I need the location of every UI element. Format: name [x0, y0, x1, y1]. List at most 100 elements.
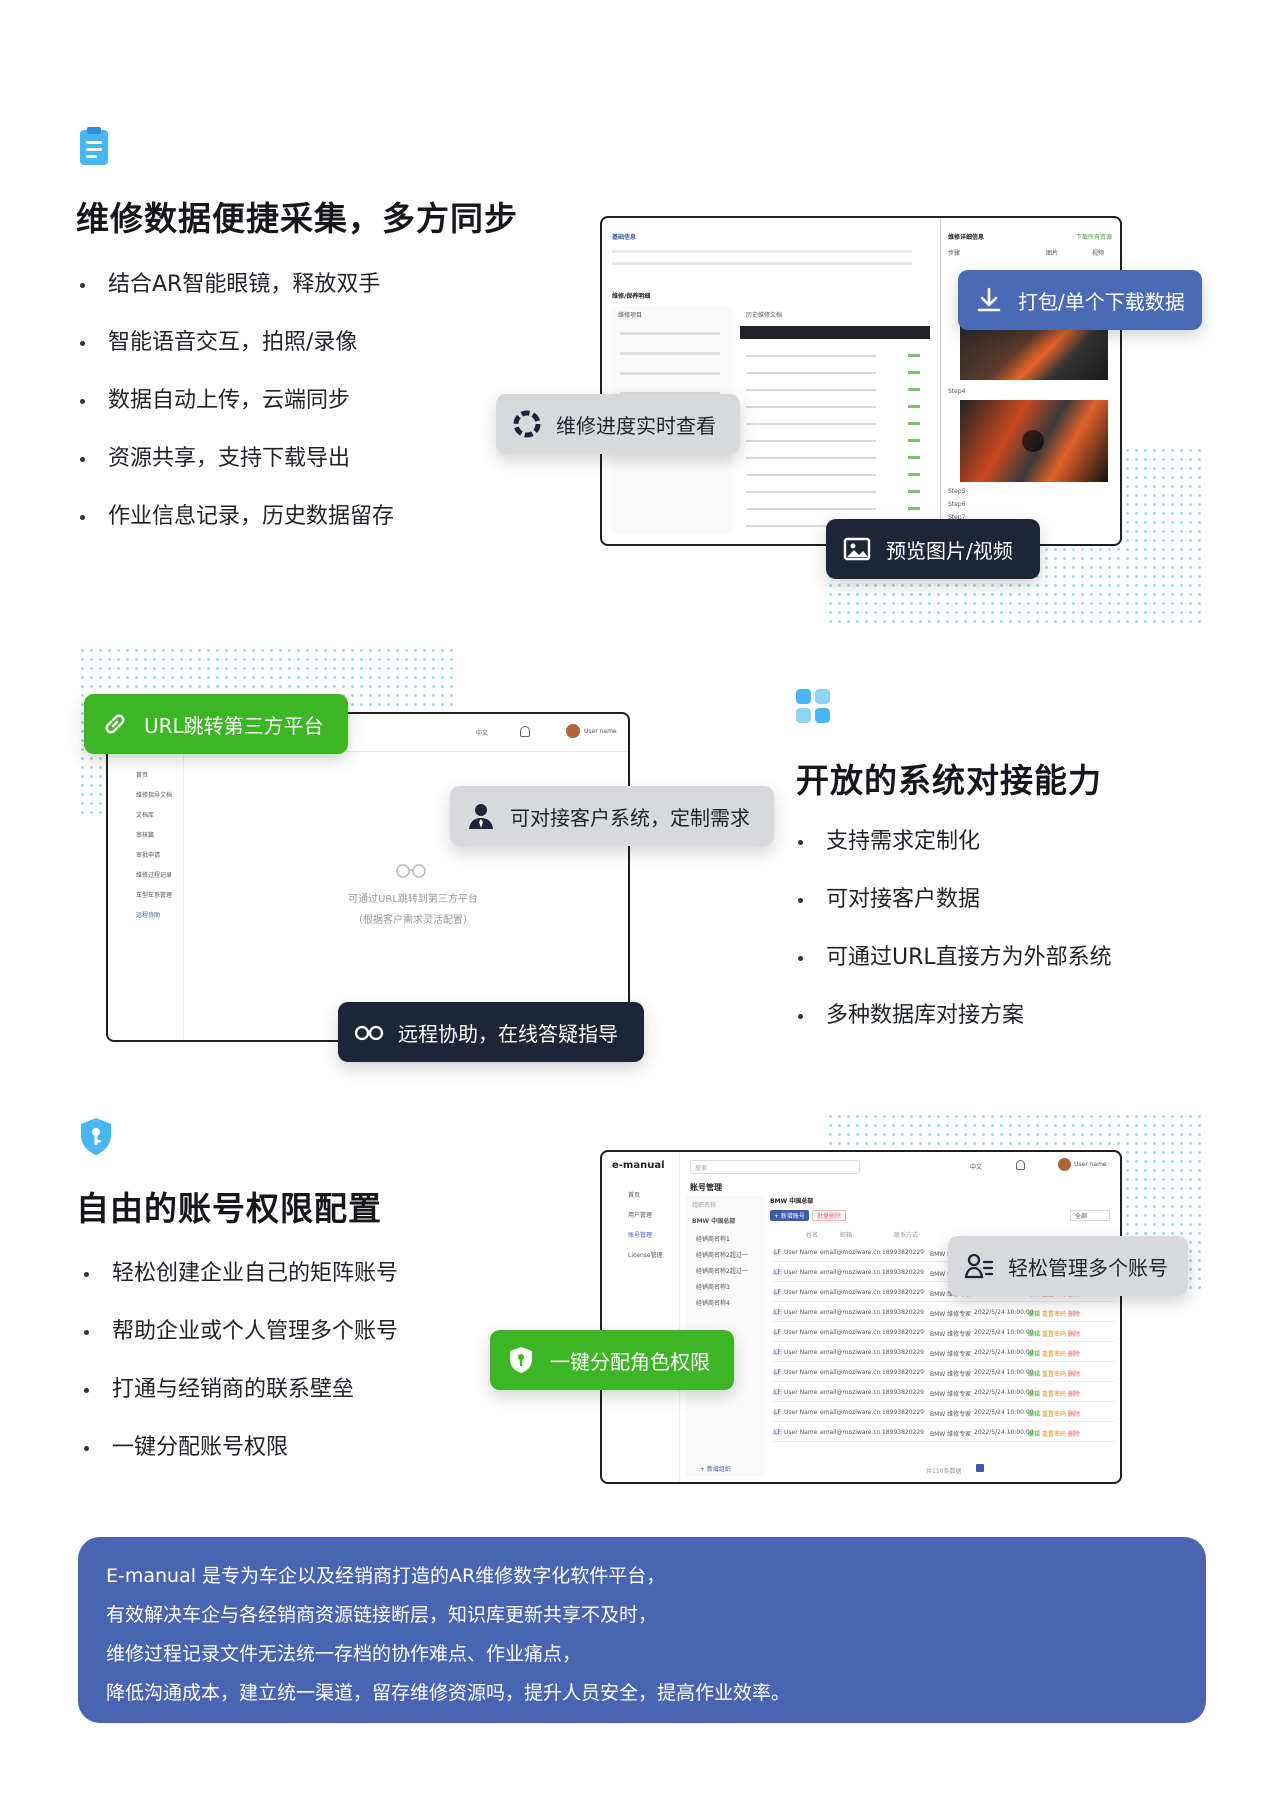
manage-accounts-tag: 轻松管理多个账号: [948, 1236, 1188, 1296]
cell-del[interactable]: 删除: [1068, 1371, 1081, 1378]
cell-del[interactable]: 删除: [1068, 1411, 1081, 1418]
intro-line: 维修过程记录文件无法统一存档的协作难点、作业痛点，: [106, 1643, 582, 1665]
progress-ring-icon: [513, 410, 541, 438]
cell-reset[interactable]: 重置密码: [1042, 1311, 1067, 1318]
cell-model: BMW 维修专家: [930, 1431, 972, 1438]
repair-video-thumbnail[interactable]: [960, 400, 1108, 482]
cell-del[interactable]: 删除: [1068, 1351, 1081, 1358]
cell-avatar: LF: [772, 1349, 783, 1356]
sidebar-item-models[interactable]: 车型车系管理: [136, 892, 173, 899]
nav-users[interactable]: 用户管理: [628, 1212, 653, 1219]
download-all-link[interactable]: 下载所有资源: [1076, 234, 1113, 241]
nav-accounts[interactable]: 账号管理: [628, 1232, 653, 1239]
pager-current-page[interactable]: [976, 1464, 984, 1472]
cell-model: BMW 维修专家: [930, 1351, 972, 1358]
sidebar-item-approval[interactable]: 审批申请: [136, 852, 161, 859]
intro-line: 有效解决车企与各经销商资源链接断层，知识库更新共享不及时，: [106, 1604, 658, 1626]
org-item[interactable]: 经销商名称4: [696, 1300, 730, 1307]
nav-license[interactable]: License管理: [628, 1252, 663, 1259]
cell-name: User Name: [784, 1269, 818, 1276]
sidebar-item-docs[interactable]: 维修指导文档: [136, 792, 173, 799]
tag-label: 一键分配角色权限: [550, 1349, 710, 1374]
ar-glasses-icon: [354, 1025, 384, 1041]
sidebar-item-library[interactable]: 文档库: [136, 812, 155, 819]
cell-date: 2022/5/24 10:00:00: [974, 1349, 1034, 1356]
cell-reset[interactable]: 重置密码: [1042, 1331, 1067, 1338]
language-select[interactable]: 中文: [476, 730, 489, 737]
cell-phone: 18993820229: [882, 1249, 924, 1256]
org-item[interactable]: 经销商名称1: [696, 1236, 730, 1243]
play-icon[interactable]: [1022, 430, 1044, 452]
nav-home[interactable]: 首页: [628, 1192, 641, 1199]
avatar[interactable]: [566, 724, 580, 738]
cell-edit[interactable]: 编辑: [1028, 1431, 1041, 1438]
sidebar-item-review[interactable]: 审核篇: [136, 832, 155, 839]
filter-select[interactable]: 全部: [1070, 1210, 1110, 1221]
user-name[interactable]: User name: [1074, 1161, 1107, 1168]
repair-photo[interactable]: [960, 326, 1108, 380]
cell-edit[interactable]: 编辑: [1028, 1371, 1041, 1378]
sidebar-item-records[interactable]: 维修过程记录: [136, 872, 173, 879]
cell-name: User Name: [784, 1429, 818, 1436]
notification-bell-icon[interactable]: [520, 726, 530, 737]
cell-model: BMW 维修专家: [930, 1411, 972, 1418]
cell-del[interactable]: 删除: [1068, 1431, 1081, 1438]
cell-edit[interactable]: 编辑: [1028, 1411, 1041, 1418]
cell-edit[interactable]: 编辑: [1028, 1391, 1041, 1398]
cell-date: 2022/5/24 10:00:00: [974, 1369, 1034, 1376]
cell-email: email@moziware.cn: [820, 1429, 881, 1436]
cell-model: BMW 维修专家: [930, 1291, 972, 1298]
org-item[interactable]: 经销商名称2超过一: [696, 1252, 748, 1259]
cell-edit[interactable]: 编辑: [1028, 1331, 1041, 1338]
cell-reset[interactable]: 重置密码: [1042, 1371, 1067, 1378]
cell-edit[interactable]: 编辑: [1028, 1311, 1041, 1318]
cell-name: User Name: [784, 1329, 818, 1336]
cell-reset[interactable]: 重置密码: [1042, 1351, 1067, 1358]
add-account-button[interactable]: + 新增账号: [770, 1210, 809, 1221]
notification-bell-icon[interactable]: [1016, 1160, 1025, 1170]
cell-edit[interactable]: 编辑: [1028, 1351, 1041, 1358]
org-item[interactable]: 经销商名称3: [696, 1284, 730, 1291]
sidebar-item-remote[interactable]: 远程协助: [136, 912, 161, 919]
cell-phone: 18993820229: [882, 1269, 924, 1276]
cell-model: BMW 维修专家: [930, 1311, 972, 1318]
cell-del[interactable]: 删除: [1068, 1391, 1081, 1398]
cell-phone: 18993820229: [882, 1349, 924, 1356]
cell-date: 2022/5/24 10:00:00: [974, 1409, 1034, 1416]
list-item: 结合AR智能眼镜，释放双手: [78, 270, 394, 328]
download-data-tag: 打包/单个下载数据: [958, 270, 1202, 330]
search-input[interactable]: 搜索: [690, 1160, 860, 1174]
org-item[interactable]: 经销商名称2超过一: [696, 1268, 748, 1275]
column-header: 步骤: [948, 250, 961, 257]
cell-date: 2022/5/24 10:00:00: [974, 1429, 1034, 1436]
cell-avatar: LF: [772, 1289, 783, 1296]
cell-email: email@moziware.cn: [820, 1269, 881, 1276]
info-fields: [612, 250, 932, 278]
org-root[interactable]: BMW 中国总部: [692, 1218, 736, 1225]
shield-key-icon: [78, 1116, 114, 1156]
cell-name: User Name: [784, 1349, 818, 1356]
cell-reset[interactable]: 重置密码: [1042, 1411, 1067, 1418]
batch-delete-button[interactable]: 批量删除: [812, 1210, 847, 1221]
cell-del[interactable]: 删除: [1068, 1331, 1081, 1338]
cell-reset[interactable]: 重置密码: [1042, 1391, 1067, 1398]
intro-note: E-manual 是专为车企以及经销商打造的AR维修数字化软件平台， 有效解决车…: [78, 1537, 1206, 1723]
placeholder-text: 可通过URL跳转到第三方平台: [348, 894, 478, 905]
org-label: 组织名称: [692, 1202, 717, 1209]
sidebar-item-home[interactable]: 首页: [136, 772, 149, 779]
cell-del[interactable]: 删除: [1068, 1311, 1081, 1318]
user-name[interactable]: User name: [584, 728, 617, 735]
tag-label: 维修进度实时查看: [556, 413, 716, 438]
language-select[interactable]: 中文: [970, 1164, 983, 1171]
add-org-button[interactable]: + 新增组织: [700, 1466, 731, 1473]
list-item: 可对接客户数据: [796, 885, 1112, 943]
list-item: 多种数据库对接方案: [796, 1001, 1112, 1059]
cell-reset[interactable]: 重置密码: [1042, 1431, 1067, 1438]
avatar[interactable]: [1058, 1158, 1071, 1171]
tag-label: 打包/单个下载数据: [1018, 289, 1185, 314]
cell-name: User Name: [784, 1389, 818, 1396]
glasses-icon: [396, 862, 426, 878]
